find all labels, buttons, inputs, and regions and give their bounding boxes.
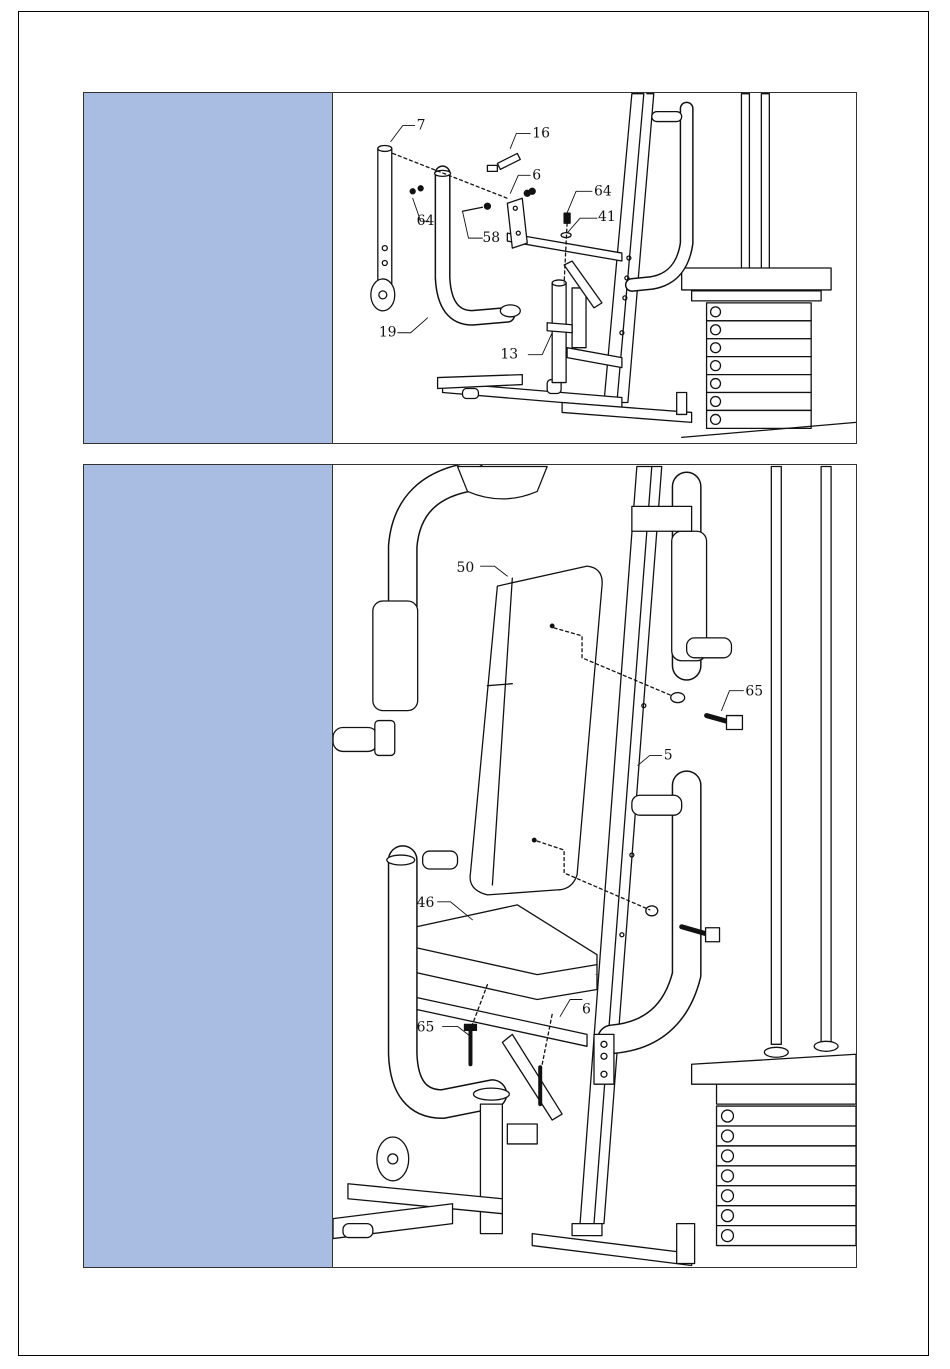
step-1-callout-layer: 7 16 6 64 41 64 58 19 13 bbox=[333, 93, 856, 443]
callout-46: 46 bbox=[417, 895, 435, 911]
callout-65-lower: 65 bbox=[417, 1019, 435, 1035]
callout-6: 6 bbox=[532, 167, 541, 183]
callout-64-right: 64 bbox=[594, 183, 612, 199]
step-2-diagram: 50 65 5 46 6 65 bbox=[333, 465, 856, 1267]
callout-13: 13 bbox=[500, 347, 518, 363]
step-2-instruction-panel bbox=[84, 465, 333, 1267]
assembly-step-1: 7 16 6 64 41 64 58 19 13 bbox=[83, 92, 857, 444]
step-2-callout-layer: 50 65 5 46 6 65 bbox=[333, 465, 856, 1267]
callout-5: 5 bbox=[664, 747, 673, 763]
callout-50: 50 bbox=[457, 560, 475, 576]
callout-58: 58 bbox=[482, 230, 500, 246]
assembly-step-2: 50 65 5 46 6 65 bbox=[83, 464, 857, 1268]
callout-65-upper: 65 bbox=[745, 684, 763, 700]
step-1-diagram: 7 16 6 64 41 64 58 19 13 bbox=[333, 93, 856, 443]
callout-7: 7 bbox=[417, 118, 426, 134]
step-1-instruction-panel bbox=[84, 93, 333, 443]
callout-6: 6 bbox=[582, 1001, 591, 1017]
callout-16: 16 bbox=[532, 125, 550, 141]
callout-64-left: 64 bbox=[417, 213, 435, 229]
callout-41: 41 bbox=[598, 209, 616, 225]
callout-19: 19 bbox=[379, 325, 397, 341]
